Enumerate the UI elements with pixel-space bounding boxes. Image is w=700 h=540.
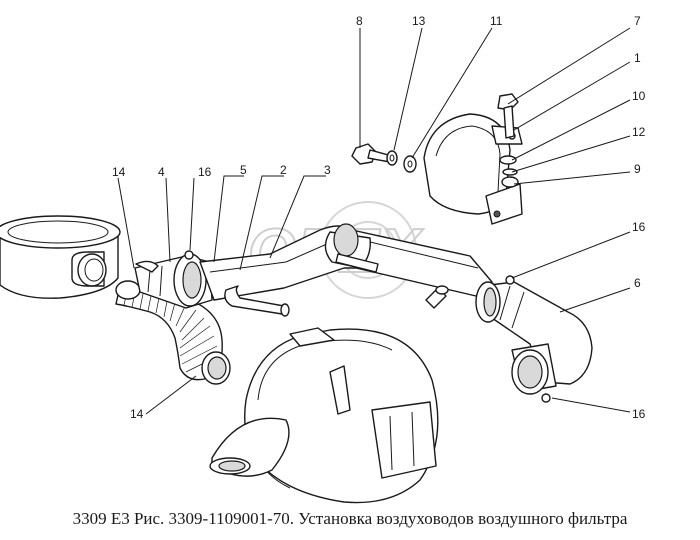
callout-16-right: 16 [632, 220, 646, 234]
figure-caption: 3309 Е3 Рис. 3309-1109001-70. Установка … [72, 509, 628, 528]
callout-5: 5 [240, 163, 247, 177]
leader-lines [117, 27, 631, 415]
callout-9: 9 [634, 162, 641, 176]
callout-14-top: 14 [112, 165, 126, 179]
callout-12: 12 [632, 125, 646, 139]
callout-7: 7 [634, 14, 641, 28]
callout-13: 13 [412, 14, 426, 28]
callout-16-bottom: 16 [632, 407, 646, 421]
air-intake-cap [0, 215, 121, 299]
callout-10: 10 [632, 89, 646, 103]
callout-6: 6 [634, 276, 641, 290]
air-filter-housing [209, 327, 439, 504]
breather-tubes [224, 285, 449, 317]
callout-3: 3 [324, 163, 331, 177]
callout-labels: 14 4 16 5 2 3 8 13 11 7 1 10 12 9 16 6 1… [112, 14, 646, 421]
callout-14-bottom: 14 [130, 407, 144, 421]
right-elbow [475, 275, 593, 403]
callout-16-left: 16 [198, 165, 212, 179]
callout-2: 2 [280, 163, 287, 177]
callout-11: 11 [490, 14, 503, 28]
fasteners [351, 93, 519, 188]
callout-1: 1 [634, 51, 641, 65]
upper-elbow [324, 223, 379, 273]
callout-8: 8 [356, 14, 363, 28]
corrugated-hose [115, 280, 231, 385]
callout-4: 4 [158, 165, 165, 179]
sleeve-elbow [134, 250, 213, 309]
